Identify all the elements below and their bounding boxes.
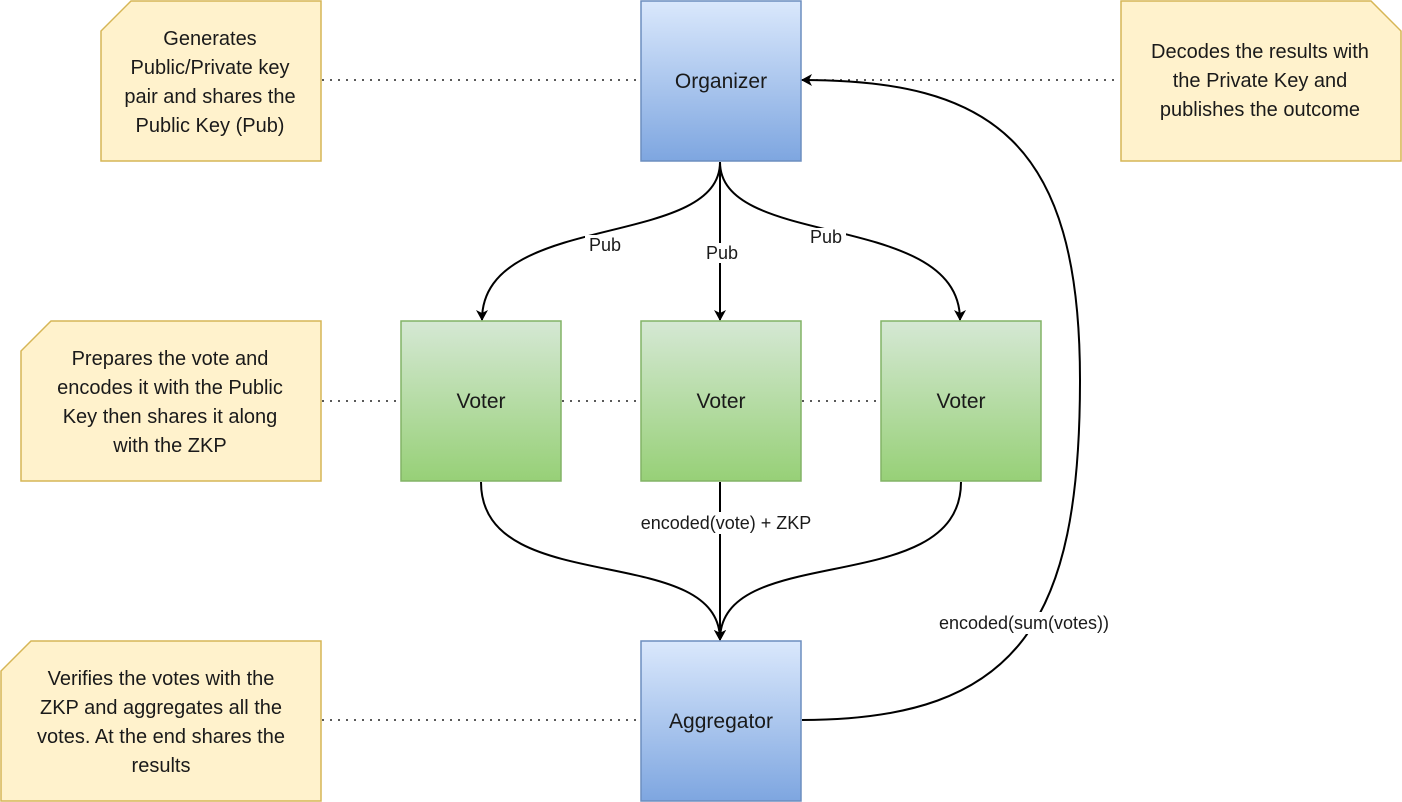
aggregator-node: Aggregator	[640, 640, 802, 802]
pub-right-label: Pub	[810, 227, 842, 247]
voter-note: Prepares the vote and encodes it with th…	[20, 320, 322, 482]
organizer-note-line-2: Public/Private key	[131, 57, 290, 79]
organizer-note-line-3: pair and shares the	[124, 86, 295, 108]
aggregator-note-line-4: results	[132, 755, 191, 777]
edge-label-encoded-sum: encoded(sum(votes))	[918, 612, 1130, 634]
voter-right-label: Voter	[936, 390, 985, 413]
edge-label-pub-center: Pub	[702, 243, 742, 263]
results-note: Decodes the results with the Private Key…	[1120, 0, 1402, 162]
voter-note-line-2: encodes it with the Public	[57, 377, 283, 399]
encoded-sum-label: encoded(sum(votes))	[939, 613, 1109, 633]
voter-left-label: Voter	[456, 390, 505, 413]
organizer-note-line-1: Generates	[163, 28, 256, 50]
edge-label-pub-left: Pub	[585, 235, 625, 255]
voter-note-line-3: Key then shares it along	[63, 406, 278, 428]
edge-pub-left	[476, 161, 721, 321]
pub-center-label: Pub	[706, 243, 738, 263]
results-note-line-3: publishes the outcome	[1160, 99, 1360, 121]
aggregator-note-line-2: ZKP and aggregates all the	[40, 697, 282, 719]
aggregator-note-line-1: Verifies the votes with the	[48, 668, 275, 690]
voter-note-line-1: Prepares the vote and	[72, 348, 269, 370]
aggregator-note-line-3: votes. At the end shares the	[37, 726, 285, 748]
edge-label-encoded-vote: encoded(vote) + ZKP	[620, 512, 832, 534]
results-note-line-2: the Private Key and	[1173, 70, 1348, 92]
encoded-vote-label: encoded(vote) + ZKP	[641, 513, 812, 533]
voter-note-line-4: with the ZKP	[112, 435, 226, 457]
aggregator-label: Aggregator	[669, 710, 773, 733]
aggregator-note: Verifies the votes with the ZKP and aggr…	[0, 640, 322, 802]
organizer-note: Generates Public/Private key pair and sh…	[100, 0, 322, 162]
edge-vote-right	[714, 481, 962, 641]
organizer-note-line-4: Public Key (Pub)	[136, 115, 285, 137]
results-note-line-1: Decodes the results with	[1151, 41, 1369, 63]
edge-encoded-sum	[801, 74, 1082, 721]
pub-left-label: Pub	[589, 235, 621, 255]
voter-center-label: Voter	[696, 390, 745, 413]
voter-node-center: Voter	[640, 320, 802, 482]
organizer-node: Organizer	[640, 0, 802, 162]
edge-vote-left	[480, 481, 726, 641]
voter-node-left: Voter	[400, 320, 562, 482]
organizer-label: Organizer	[675, 70, 767, 93]
voter-node-right: Voter	[880, 320, 1042, 482]
edge-label-pub-right: Pub	[806, 227, 846, 248]
